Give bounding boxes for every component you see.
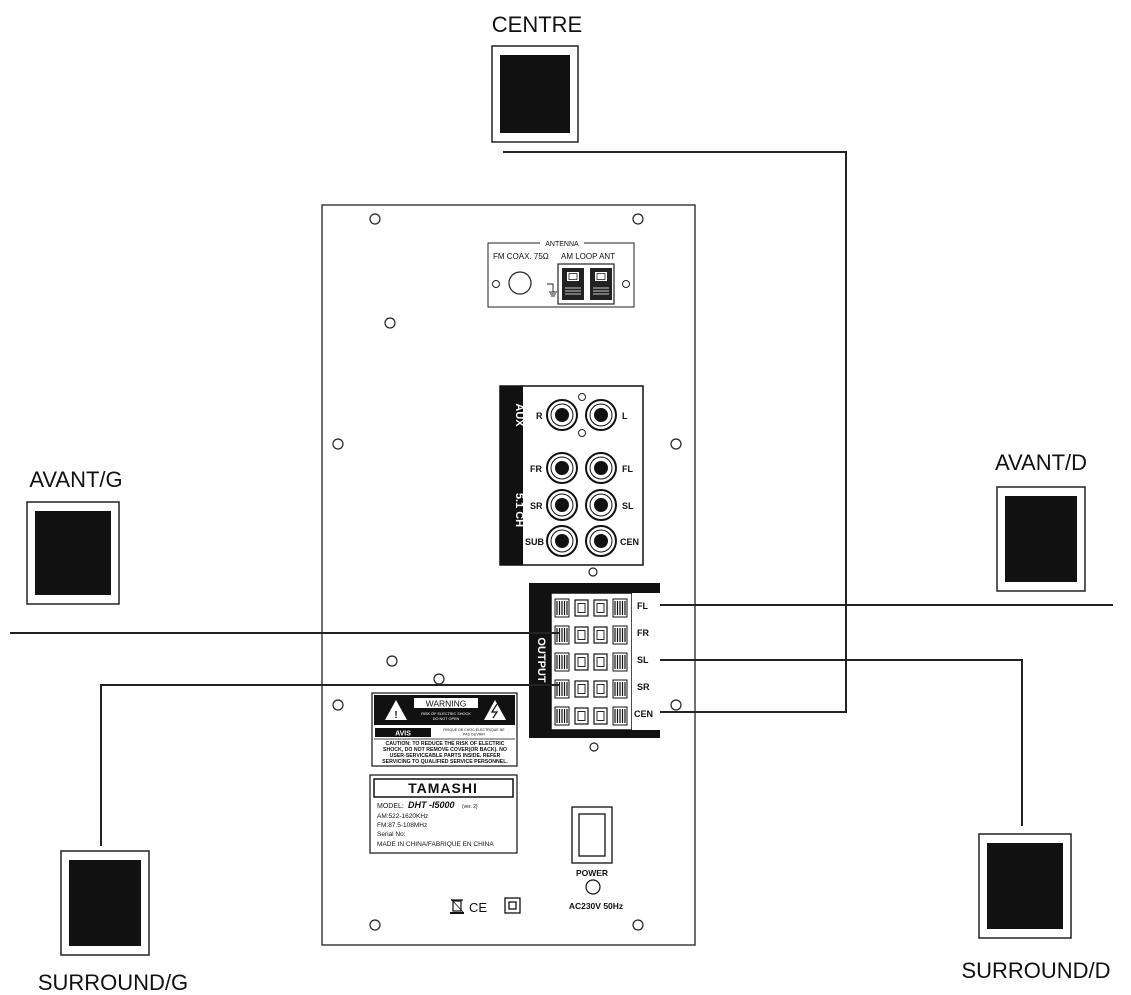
wire-centre bbox=[503, 151, 847, 713]
antenna-panel: ANTENNA FM COAX. 75Ω AM LOOP ANT bbox=[487, 238, 635, 308]
antenna-title: ANTENNA bbox=[545, 241, 579, 248]
output-label-sl: SL bbox=[637, 655, 649, 665]
output-terminal-sl[interactable] bbox=[554, 652, 628, 672]
made-in: MADE IN CHINA/FABRIQUE EN CHINA bbox=[377, 841, 494, 848]
output-terminal-fr[interactable] bbox=[554, 625, 628, 645]
centre-speaker bbox=[491, 45, 579, 143]
ground-icon bbox=[547, 283, 557, 297]
model-version: (ver. 2) bbox=[462, 804, 478, 810]
power-cord-inlet bbox=[585, 879, 601, 895]
speaker-output-panel: OUTPUT FL FR SL SR CEN bbox=[529, 583, 660, 738]
warning-label: ! WARNING RISK OF ELECTRIC SHOCK DO NOT … bbox=[371, 692, 518, 767]
warning-text: WARNING bbox=[426, 699, 467, 709]
output-terminal-cen[interactable] bbox=[554, 706, 628, 726]
wire-surround-left bbox=[100, 684, 560, 846]
jack-label-sr: SR bbox=[530, 501, 543, 511]
ce-mark: CE bbox=[469, 900, 487, 915]
caution-line-1: CAUTION: TO REDUCE THE RISK OF ELECTRIC bbox=[386, 741, 505, 747]
fm-range: FM:87.5-108MHz bbox=[377, 822, 427, 829]
rca-jack-sr[interactable] bbox=[546, 489, 578, 521]
model-prefix: MODEL: bbox=[377, 803, 404, 810]
surround-left-speaker-label: SURROUND/G bbox=[38, 970, 188, 995]
shock-line-1: RISK OF ELECTRIC SHOCK bbox=[421, 712, 471, 716]
svg-text:!: ! bbox=[394, 710, 397, 721]
rca-jack-sub[interactable] bbox=[546, 525, 578, 557]
wire-stubs bbox=[529, 632, 560, 686]
jack-label-fl: FL bbox=[622, 464, 633, 474]
surround-right-speaker-label: SURROUND/D bbox=[961, 958, 1110, 983]
warning-triangle-icon bbox=[385, 700, 407, 720]
front-left-speaker bbox=[26, 501, 120, 605]
caution-line-4: SERVICING TO QUALIFIED SERVICE PERSONNEL… bbox=[382, 759, 508, 765]
output-terminal-fl[interactable] bbox=[554, 598, 628, 618]
fm-coax-label: FM COAX. 75Ω bbox=[493, 252, 549, 261]
aux-input-panel: AUX 5.1 CH R L FR FL SR SL SUB CEN bbox=[499, 385, 644, 566]
avis-text-1: RISQUE DE CHOC ÉLECTRIQUE NE bbox=[443, 727, 505, 732]
avis-label: AVIS bbox=[395, 731, 411, 738]
avis-text-2: PAS OUVRIR bbox=[463, 733, 485, 737]
rca-jack-r[interactable] bbox=[546, 399, 578, 431]
jack-label-cen: CEN bbox=[620, 537, 639, 547]
jack-label-sl: SL bbox=[622, 501, 634, 511]
rca-jack-cen[interactable] bbox=[585, 525, 617, 557]
am-range: AM:522-1620KHz bbox=[377, 813, 428, 820]
output-terminal-sr[interactable] bbox=[554, 679, 628, 699]
am-loop-label: AM LOOP ANT bbox=[561, 252, 615, 261]
jack-label-fr: FR bbox=[530, 464, 542, 474]
speaker-wires bbox=[10, 151, 1113, 846]
output-label: OUTPUT bbox=[535, 637, 547, 683]
centre-speaker-label: CENTRE bbox=[492, 12, 582, 37]
output-label-fl: FL bbox=[637, 601, 648, 611]
caution-line-2: SHOCK, DO NOT REMOVE COVER(OR BACK). NO bbox=[383, 747, 507, 753]
front-left-speaker-label: AVANT/G bbox=[29, 467, 122, 492]
surround-left-speaker bbox=[60, 850, 150, 956]
brand-name: TAMASHI bbox=[408, 780, 478, 796]
power-label: POWER bbox=[576, 868, 608, 878]
rca-jack-fr[interactable] bbox=[546, 452, 578, 484]
fm-coax-connector[interactable] bbox=[508, 271, 532, 295]
ch-5-1-label: 5.1 CH bbox=[513, 493, 525, 527]
rca-jack-fl[interactable] bbox=[585, 452, 617, 484]
rating-label: TAMASHI MODEL: DHT -I5000 (ver. 2) AM:52… bbox=[369, 774, 518, 854]
rca-jack-sl[interactable] bbox=[585, 489, 617, 521]
weee-bin-icon bbox=[450, 898, 464, 914]
jack-label-sub: SUB bbox=[525, 537, 545, 547]
power-switch[interactable] bbox=[571, 806, 613, 864]
serial-number: Serial No: bbox=[377, 831, 406, 838]
power-rating: AC230V 50Hz bbox=[569, 901, 623, 911]
model-number: DHT -I5000 bbox=[408, 800, 455, 810]
lightning-triangle-icon bbox=[484, 700, 506, 720]
rca-jack-l[interactable] bbox=[585, 399, 617, 431]
jack-label-l: L bbox=[622, 411, 628, 421]
output-label-fr: FR bbox=[637, 628, 649, 638]
front-right-speaker-label: AVANT/D bbox=[995, 450, 1087, 475]
caution-line-3: USER-SERVICEABLE PARTS INSIDE. REFER bbox=[390, 753, 501, 759]
output-label-sr: SR bbox=[637, 682, 650, 692]
output-label-cen: CEN bbox=[634, 709, 653, 719]
wire-surround-right bbox=[654, 659, 1023, 826]
surround-right-speaker bbox=[978, 833, 1072, 939]
aux-label: AUX bbox=[513, 403, 525, 427]
double-insulation-icon bbox=[504, 897, 521, 914]
front-right-speaker bbox=[996, 486, 1086, 592]
jack-label-r: R bbox=[536, 411, 543, 421]
shock-line-2: DO NOT OPEN bbox=[433, 717, 460, 721]
